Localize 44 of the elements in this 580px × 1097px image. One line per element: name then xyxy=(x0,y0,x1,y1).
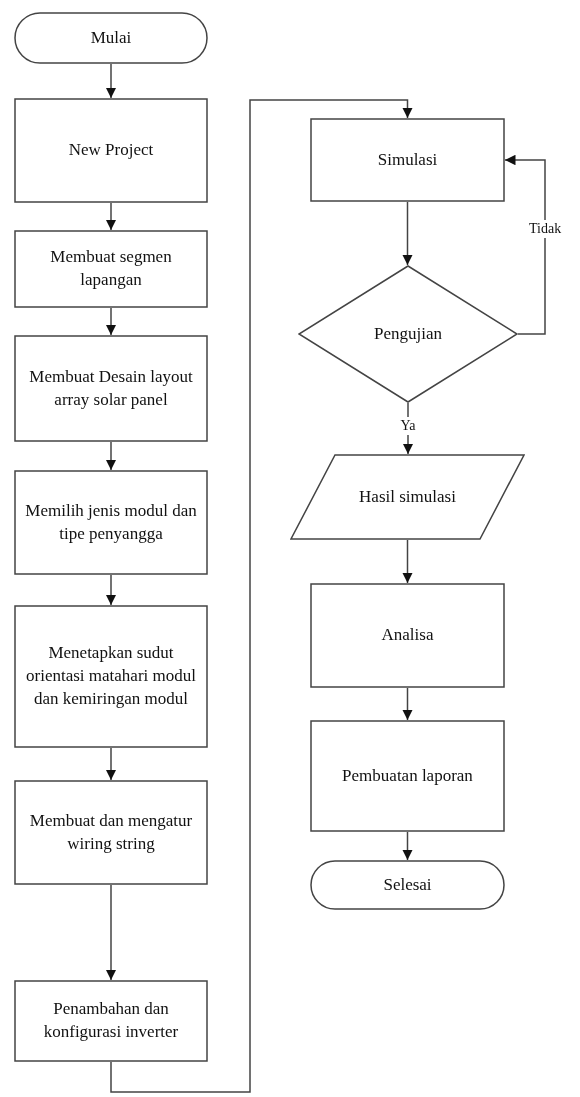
edge-label: Ya xyxy=(398,416,418,435)
arrow xyxy=(402,201,413,266)
arrow xyxy=(105,202,117,231)
node-label: Membuat segmen lapangan xyxy=(49,246,173,291)
node-label: Mulai xyxy=(90,26,132,49)
terminal-shape xyxy=(14,12,208,64)
arrow xyxy=(110,99,413,1093)
node-label: Hasil simulasi xyxy=(359,485,456,508)
node-label: Penambahan dan konfigurasi inverter xyxy=(42,998,180,1043)
process-box xyxy=(310,720,505,832)
arrow xyxy=(402,539,413,584)
arrow xyxy=(105,884,117,981)
edge-label: Tidak xyxy=(527,220,564,238)
node-label: Simulasi xyxy=(377,148,438,171)
process-box xyxy=(14,780,208,885)
arrow xyxy=(402,687,413,721)
arrow xyxy=(105,747,117,781)
node-label: Pembuatan laporan xyxy=(342,764,473,787)
process-box xyxy=(14,230,208,308)
terminal-shape xyxy=(310,860,505,910)
process-box xyxy=(14,98,208,203)
process-box xyxy=(310,583,505,688)
arrow xyxy=(504,154,546,335)
data-parallelogram xyxy=(290,454,525,540)
node-label: Memilih jenis modul dan tipe penyangga xyxy=(25,499,197,545)
node-label: Menetapkan sudut orientasi matahari modul dan kemiringan modul xyxy=(25,642,197,710)
arrow xyxy=(402,402,414,455)
node-label: Membuat dan mengatur wiring string xyxy=(28,809,194,855)
process-box xyxy=(14,470,208,575)
node-label: Analisa xyxy=(381,624,434,647)
arrow xyxy=(105,441,117,471)
process-box xyxy=(14,980,208,1062)
process-box xyxy=(14,605,208,748)
node-label: Pengujian xyxy=(374,322,442,345)
node-label: Membuat Desain layout array solar panel xyxy=(28,365,194,411)
process-box xyxy=(310,118,505,202)
process-box xyxy=(14,335,208,442)
arrow xyxy=(105,63,117,99)
arrow xyxy=(105,307,117,336)
node-label: Selesai xyxy=(383,873,432,896)
node-label: New Project xyxy=(68,139,154,162)
decision-diamond xyxy=(298,265,518,403)
arrow xyxy=(105,574,117,606)
arrow xyxy=(402,831,413,861)
